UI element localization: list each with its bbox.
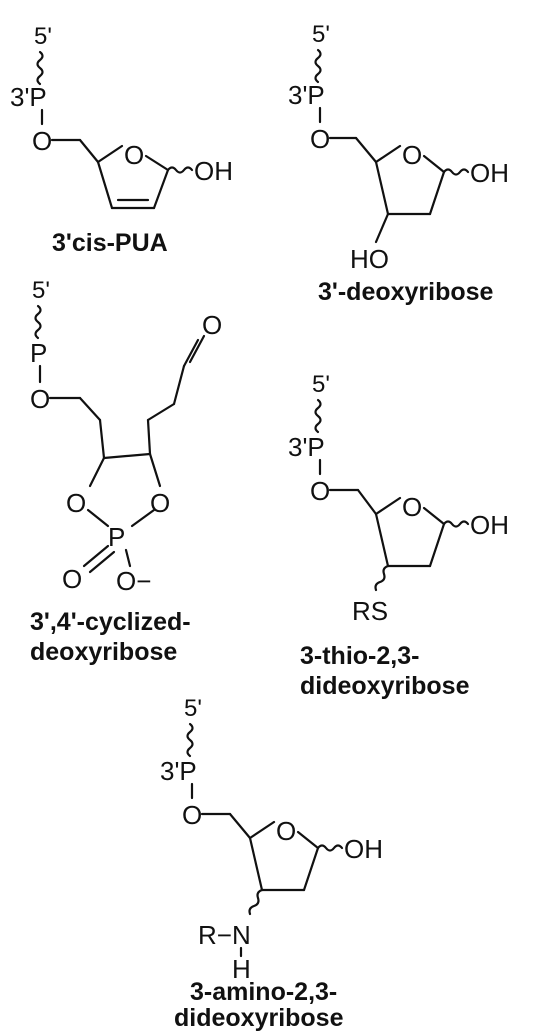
bond <box>228 812 252 840</box>
wavy-bond <box>314 48 322 84</box>
bond <box>130 508 156 528</box>
bond <box>248 836 264 892</box>
label-phosphorus: P <box>108 522 125 552</box>
label-oxide-anion: O− <box>116 566 151 596</box>
label-hydroxyl: OH <box>344 834 383 864</box>
bond <box>144 154 170 172</box>
ring-oxygen: O <box>402 492 422 522</box>
label-oxygen: O <box>310 124 330 154</box>
bond <box>152 168 170 210</box>
bond <box>428 170 446 216</box>
caption-amino-line2: dideoxyribose <box>174 1004 344 1032</box>
label-3prime-phosphorus: 3'P <box>10 82 47 112</box>
bond <box>302 846 320 892</box>
wavy-bond <box>374 564 390 592</box>
bond <box>354 136 378 164</box>
wavy-bond <box>34 304 42 340</box>
structure-cyclized-deoxyribose: 5' P O O O O P O O− 3',4'-cyclized- deox… <box>30 277 222 666</box>
bond <box>82 544 110 568</box>
caption-deoxyribose: 3'-deoxyribose <box>318 278 494 306</box>
label-5prime: 5' <box>34 23 52 50</box>
bond <box>248 820 276 840</box>
label-5prime: 5' <box>312 21 330 48</box>
structure-thio-dideoxyribose: 5' 3'P O O RS OH 3-thio-2,3- dideoxyribo… <box>288 371 509 700</box>
structure-amino-dideoxyribose: 5' 3'P O O R−N H OH 3-amino-2,3- dideoxy… <box>160 695 383 1032</box>
bond <box>428 522 446 568</box>
label-5prime: 5' <box>312 371 330 398</box>
bond <box>96 160 114 210</box>
bond <box>102 452 152 460</box>
label-3prime-phosphorus: 3'P <box>288 80 325 110</box>
label-3prime-phosphorus: 3'P <box>160 756 197 786</box>
label-ring-oxygen: O <box>150 488 170 518</box>
bond <box>182 338 200 368</box>
bond <box>146 418 152 456</box>
caption-cyclized-line2: deoxyribose <box>30 638 177 666</box>
label-amine-rn: R−N <box>198 920 251 950</box>
bond <box>86 508 110 528</box>
bond <box>374 512 390 568</box>
caption-cis-pua: 3'cis-PUA <box>52 229 168 257</box>
label-ring-oxygen: O <box>66 488 86 518</box>
bond <box>88 456 106 488</box>
label-phosphorus: P <box>30 338 47 368</box>
caption-thio-line1: 3-thio-2,3- <box>300 642 419 670</box>
bond <box>96 144 124 164</box>
wavy-bond <box>36 50 44 86</box>
ring-oxygen: O <box>124 140 144 170</box>
label-3prime-phosphorus: 3'P <box>288 432 325 462</box>
label-amine-hydrogen: H <box>232 954 251 984</box>
bond <box>172 364 186 406</box>
bond <box>98 418 106 460</box>
bond <box>356 488 378 516</box>
wavy-bond <box>248 888 264 916</box>
caption-amino-line1: 3-amino-2,3- <box>190 978 337 1006</box>
bond <box>148 452 162 488</box>
wavy-bond <box>314 398 322 434</box>
bond <box>296 830 320 850</box>
ring-oxygen: O <box>276 816 296 846</box>
wavy-bond <box>442 520 470 528</box>
wavy-bond <box>316 844 344 852</box>
label-5prime: 5' <box>32 277 50 304</box>
bond <box>374 144 402 164</box>
caption-thio-line2: dideoxyribose <box>300 672 470 700</box>
label-phosphoryl-oxygen: O <box>62 564 82 594</box>
label-hydroxyl: OH <box>470 158 509 188</box>
bond <box>422 506 446 526</box>
label-oxygen: O <box>30 384 50 414</box>
wavy-bond <box>166 166 194 174</box>
wavy-bond <box>442 168 470 176</box>
label-oxygen: O <box>182 800 202 830</box>
bond <box>78 138 100 164</box>
label-oxygen: O <box>32 126 52 156</box>
structure-cis-pua: 5' 3'P O O OH 3'cis-PUA <box>10 23 233 257</box>
double-bond <box>188 334 206 364</box>
ring-oxygen: O <box>402 140 422 170</box>
bond <box>374 496 402 516</box>
label-thiol-rs: RS <box>352 596 388 626</box>
bond <box>78 396 102 422</box>
bond <box>124 548 132 568</box>
caption-cyclized-line1: 3',4'-cyclized- <box>30 608 191 636</box>
label-hydroxyl: OH <box>194 156 233 186</box>
label-hydroxyl: OH <box>470 510 509 540</box>
bond <box>146 402 176 422</box>
label-5prime: 5' <box>184 695 202 722</box>
wavy-bond <box>186 722 194 758</box>
bond <box>374 160 390 216</box>
label-3-hydroxyl: HO <box>350 244 389 274</box>
label-oxygen: O <box>310 476 330 506</box>
structure-deoxyribose: 5' 3'P O O HO OH 3'-deoxyribose <box>288 21 509 306</box>
bond <box>422 154 446 174</box>
bond <box>374 212 390 244</box>
label-aldehyde-oxygen: O <box>202 310 222 340</box>
double-bond <box>88 550 116 574</box>
